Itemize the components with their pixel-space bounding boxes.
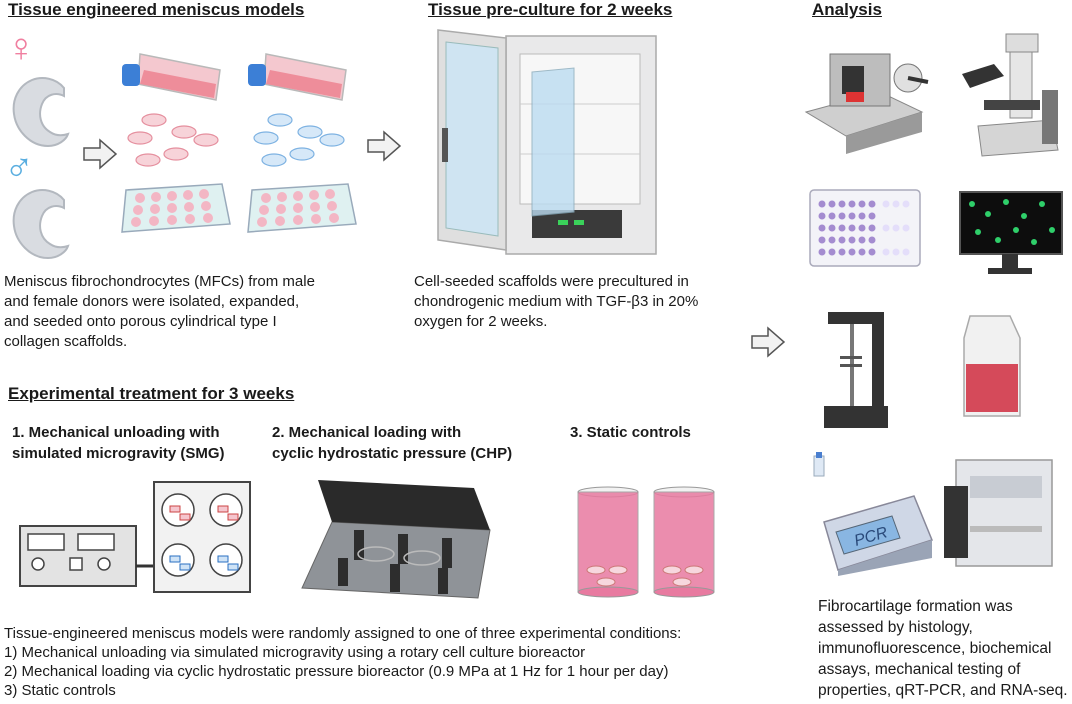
condition-label-line: 1. Mechanical unloading with — [12, 424, 220, 441]
condition-label-line: 3. Static controls — [570, 424, 691, 441]
sample-container-icon — [963, 315, 1021, 417]
meniscus-female-icon — [12, 77, 70, 148]
treatment-summary-line: 1) Mechanical unloading via simulated mi… — [4, 644, 586, 661]
models-description-line: Meniscus fibrochondrocytes (MFCs) from m… — [4, 273, 315, 290]
treatment-title: Experimental treatment for 3 weeks — [8, 384, 295, 403]
male-symbol-icon: ♂ — [4, 146, 34, 190]
analysis-description-line: assessed by histology, — [818, 619, 973, 636]
treatment-summary-line: 3) Static controls — [4, 682, 116, 699]
analysis-description-line: assays, mechanical testing of — [818, 661, 1021, 678]
flask-male-icon — [248, 53, 347, 101]
analysis-description: Fibrocartilage formation was assessed by… — [818, 596, 1068, 701]
microscope-icon — [962, 33, 1059, 157]
static-control-tubes-icon — [577, 486, 715, 598]
preculture-description-line: Cell-seeded scaffolds were precultured i… — [414, 273, 689, 290]
female-symbol-icon: ♀ — [6, 26, 36, 70]
preculture-description-line: oxygen for 2 weeks. — [414, 313, 548, 330]
well-plate-male-icon — [247, 183, 357, 233]
analysis-description-line: properties, qRT-PCR, and RNA-seq. — [818, 682, 1068, 699]
models-title: Tissue engineered meniscus models — [8, 0, 305, 19]
models-description-line: and female donors were isolated, expande… — [4, 293, 300, 310]
analysis-title: Analysis — [812, 0, 882, 19]
sequencer-icon — [944, 459, 1053, 567]
condition-label-line: cyclic hydrostatic pressure (CHP) — [272, 445, 513, 462]
treatment-summary: Tissue-engineered meniscus models were r… — [4, 624, 681, 700]
flask-female-icon — [122, 53, 221, 101]
condition-2-label: 2. Mechanical loading with cyclic hydros… — [272, 422, 512, 464]
rotary-bioreactor-icon — [19, 481, 251, 593]
condition-label-line: simulated microgravity (SMG) — [12, 445, 225, 462]
condition-1-label: 1. Mechanical unloading with simulated m… — [12, 422, 225, 464]
models-description-line: collagen scaffolds. — [4, 333, 128, 350]
models-description-line: and seeded onto porous cylindrical type … — [4, 313, 277, 330]
hydrostatic-pressure-bioreactor-icon — [301, 480, 491, 599]
models-description: Meniscus fibrochondrocytes (MFCs) from m… — [4, 272, 315, 352]
analysis-description-line: immunofluorescence, biochemical — [818, 640, 1052, 657]
meniscus-male-icon — [12, 189, 70, 260]
treatment-summary-line: 2) Mechanical loading via cyclic hydrost… — [4, 663, 669, 680]
condition-3-label: 3. Static controls — [570, 422, 691, 443]
preculture-description-line: chondrogenic medium with TGF-β3 in 20% — [414, 293, 699, 310]
scaffolds-female-icon — [127, 113, 219, 167]
preculture-title: Tissue pre-culture for 2 weeks — [428, 0, 673, 19]
preculture-description: Cell-seeded scaffolds were precultured i… — [414, 272, 698, 332]
microplate-icon — [809, 189, 921, 267]
scaffolds-male-icon — [253, 113, 345, 167]
arrow-right-icon — [367, 130, 402, 162]
well-plate-female-icon — [121, 183, 231, 233]
monitor-fluorescence-icon — [959, 191, 1063, 274]
mechanical-tester-icon — [824, 312, 888, 428]
treatment-summary-line: Tissue-engineered meniscus models were r… — [4, 625, 682, 642]
arrow-right-icon — [751, 326, 786, 358]
microtome-icon — [804, 53, 929, 154]
condition-label-line: 2. Mechanical loading with — [272, 424, 462, 441]
analysis-description-line: Fibrocartilage formation was — [818, 598, 1013, 615]
incubator-icon — [437, 29, 657, 255]
arrow-right-icon — [83, 138, 118, 170]
pcr-machine-icon: PCR — [813, 452, 934, 576]
